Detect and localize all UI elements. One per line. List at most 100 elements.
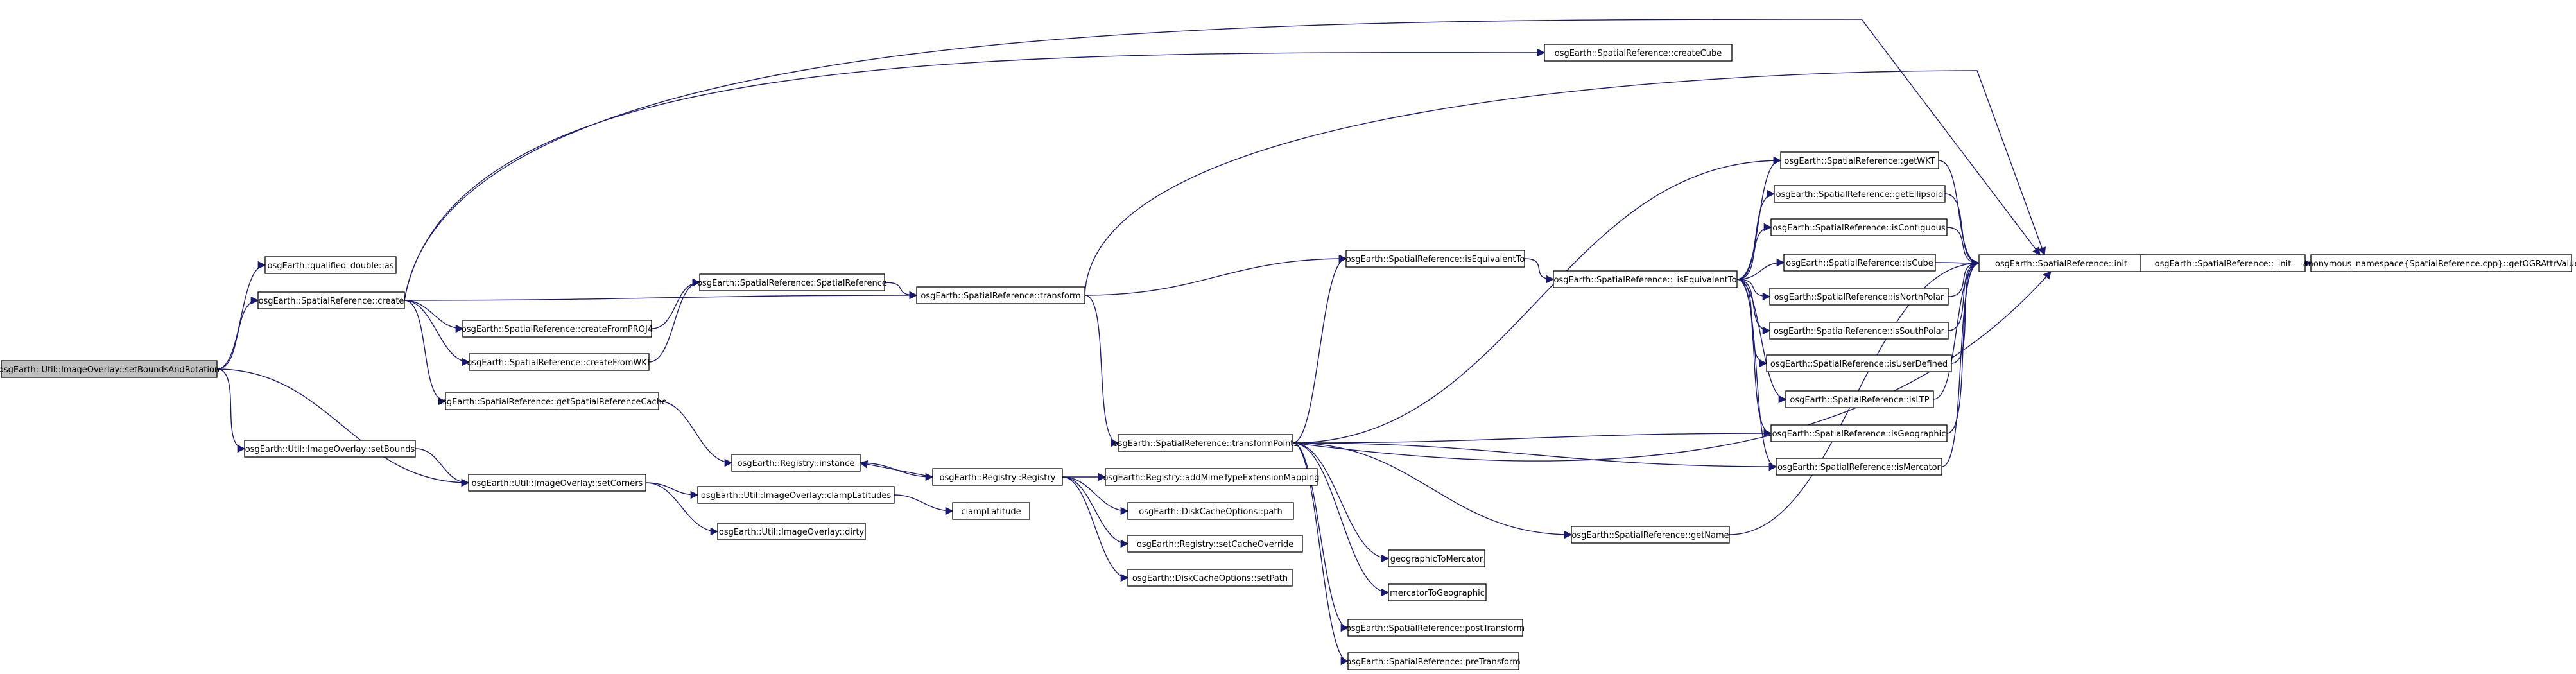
node-label: osgEarth::DiskCacheOptions::path xyxy=(1139,507,1282,517)
edge-sr-create-to-sr-transform xyxy=(404,291,918,301)
node-io-setbounds[interactable]: osgEarth::Util::ImageOverlay::setBounds xyxy=(244,440,416,458)
edge-setboundsandrotation-to-sr-create xyxy=(216,296,259,370)
node-reg-addmime[interactable]: osgEarth::Registry::addMimeTypeExtension… xyxy=(1103,468,1320,486)
node-sr-createcube[interactable]: osgEarth::SpatialReference::createCube xyxy=(1544,44,1733,62)
node-label: osgEarth::Util::ImageOverlay::setCorners xyxy=(472,479,643,488)
node-dco-path[interactable]: osgEarth::DiskCacheOptions::path xyxy=(1127,502,1294,520)
node-reg-instance[interactable]: osgEarth::Registry::instance xyxy=(731,454,861,472)
edge-sr--isequivalentto-to-sr-getellipsoid xyxy=(1736,189,1776,280)
node-sr-transformpoints[interactable]: osgEarth::SpatialReference::transformPoi… xyxy=(1113,434,1299,452)
node-setboundsandrotation[interactable]: osgEarth::Util::ImageOverlay::setBoundsA… xyxy=(0,360,220,378)
node-box xyxy=(1978,254,2144,272)
node-sr-isltp[interactable]: osgEarth::SpatialReference::isLTP xyxy=(1785,390,1934,408)
edge-sr-createfromwkt-to-sr-ctor xyxy=(648,278,701,363)
node-box xyxy=(932,468,1063,486)
node-box xyxy=(1347,619,1523,637)
node-sr-init[interactable]: osgEarth::SpatialReference::init xyxy=(1978,254,2144,272)
node-geographictomercator[interactable]: geographicToMercator xyxy=(1388,549,1485,567)
node-sr-iscube[interactable]: osgEarth::SpatialReference::isCube xyxy=(1783,254,1936,272)
node-sr-isgeographic[interactable]: osgEarth::SpatialReference::isGeographic xyxy=(1770,424,1948,442)
node-sr--isequivalentto[interactable]: osgEarth::SpatialReference::_isEquivalen… xyxy=(1553,270,1738,288)
node-sr-transform[interactable]: osgEarth::SpatialReference::transform xyxy=(916,286,1085,304)
node-label: osgEarth::SpatialReference::createCube xyxy=(1555,49,1722,58)
node-label: osgEarth::SpatialReference::isSouthPolar xyxy=(1774,327,1945,336)
node-io-dirty[interactable]: osgEarth::Util::ImageOverlay::dirty xyxy=(717,523,866,540)
node-box xyxy=(1783,254,1936,272)
node-label: osgEarth::Util::ImageOverlay::setBounds xyxy=(245,445,415,454)
node-sr-ctor[interactable]: osgEarth::SpatialReference::SpatialRefer… xyxy=(697,273,887,291)
node-sr-issouthpolar[interactable]: osgEarth::SpatialReference::isSouthPolar xyxy=(1769,322,1949,340)
node-label: osgEarth::Registry::instance xyxy=(738,459,855,469)
edge-sr-transformpoints-to-sr-pretransform xyxy=(1292,442,1349,666)
node-reg-setcacheoverride[interactable]: osgEarth::Registry::setCacheOverride xyxy=(1127,535,1303,553)
node-box xyxy=(1127,535,1303,553)
node-box xyxy=(1118,434,1293,452)
node-label: osgEarth::SpatialReference::postTransfor… xyxy=(1346,624,1525,634)
node-box xyxy=(1388,549,1485,567)
edge-sr-transformpoints-to-sr-isequivalentto xyxy=(1292,254,1347,444)
node-label: osgEarth::SpatialReference::_isEquivalen… xyxy=(1553,275,1736,285)
node-sr-getname[interactable]: osgEarth::SpatialReference::getName xyxy=(1571,526,1730,544)
edge-sr-transformpoints-to-sr-getname xyxy=(1292,442,1573,539)
node-box xyxy=(257,291,405,309)
node-box xyxy=(1127,502,1294,520)
node-sr-pretransform[interactable]: osgEarth::SpatialReference::preTransform xyxy=(1346,652,1521,670)
node-box xyxy=(1780,151,1939,169)
node-box xyxy=(1776,458,1942,476)
node-label: osgEarth::SpatialReference::isCube xyxy=(1786,259,1933,268)
node-label: osgEarth::SpatialReference::createFromWK… xyxy=(467,358,651,368)
node-sr-iscontiguous[interactable]: osgEarth::SpatialReference::isContiguous xyxy=(1770,218,1948,236)
node-box xyxy=(2310,254,2572,272)
node-box xyxy=(1544,44,1733,62)
node-label: geographicToMercator xyxy=(1390,555,1483,564)
edge-sr-getellipsoid-to-sr-init xyxy=(1944,193,1980,268)
node-label: osgEarth::SpatialReference::getWKT xyxy=(1784,157,1935,166)
edge-sr-ctor-to-sr-transform xyxy=(884,282,918,300)
edge-sr-transform-to-sr-transformpoints xyxy=(1084,295,1119,447)
node-box xyxy=(1345,250,1525,268)
node-sr-getsrcache[interactable]: osgEarth::SpatialReference::getSpatialRe… xyxy=(437,392,667,410)
node-box xyxy=(1770,424,1948,442)
node-mercatortogeographic[interactable]: mercatorToGeographic xyxy=(1388,583,1487,601)
node-sr-create[interactable]: osgEarth::SpatialReference::create xyxy=(257,291,405,309)
node-sr-getellipsoid[interactable]: osgEarth::SpatialReference::getEllipsoid xyxy=(1774,185,1946,203)
node-label: osgEarth::Util::ImageOverlay::clampLatit… xyxy=(701,491,891,501)
node-sr-isuserdefined[interactable]: osgEarth::SpatialReference::isUserDefine… xyxy=(1766,354,1952,372)
node-getograttrvalue[interactable]: anonymous_namespace{SpatialReference.cpp… xyxy=(2303,254,2576,272)
edge-sr-transformpoints-to-sr-isgeographic xyxy=(1292,429,1772,444)
node-box xyxy=(717,523,866,540)
node-label: osgEarth::SpatialReference::isGeographic xyxy=(1772,429,1946,439)
node-sr--init[interactable]: osgEarth::SpatialReference::_init xyxy=(2140,254,2306,272)
node-label: osgEarth::SpatialReference::createFromPR… xyxy=(462,325,653,334)
edge-sr--isequivalentto-to-sr-getwkt xyxy=(1736,156,1782,280)
node-sr-getwkt[interactable]: osgEarth::SpatialReference::getWKT xyxy=(1780,151,1939,169)
node-box xyxy=(731,454,861,472)
node-label: osgEarth::SpatialReference::transform xyxy=(921,291,1080,301)
node-io-setcorners[interactable]: osgEarth::Util::ImageOverlay::setCorners xyxy=(468,474,646,492)
node-sr-createfromwkt[interactable]: osgEarth::SpatialReference::createFromWK… xyxy=(467,353,652,371)
node-sr-ismercator[interactable]: osgEarth::SpatialReference::isMercator xyxy=(1776,458,1942,476)
node-label: osgEarth::Registry::setCacheOverride xyxy=(1137,540,1293,549)
node-dco-setpath[interactable]: osgEarth::DiskCacheOptions::setPath xyxy=(1127,569,1293,587)
edge-sr--isequivalentto-to-sr-isltp xyxy=(1736,279,1787,404)
node-box xyxy=(1,360,218,378)
node-sr-isequivalentto[interactable]: osgEarth::SpatialReference::isEquivalent… xyxy=(1345,250,1525,268)
node-label: osgEarth::Registry::Registry xyxy=(940,473,1056,483)
node-box xyxy=(952,502,1030,520)
node-sr-posttransform[interactable]: osgEarth::SpatialReference::postTransfor… xyxy=(1346,619,1525,637)
node-sr-createfromproj4[interactable]: osgEarth::SpatialReference::createFromPR… xyxy=(462,320,653,338)
node-label: osgEarth::SpatialReference::preTransform xyxy=(1346,657,1521,667)
edge-sr--isequivalentto-to-sr-iscube xyxy=(1736,258,1785,280)
node-qd-as[interactable]: osgEarth::qualified_double::as xyxy=(264,256,397,274)
edge-sr--isequivalentto-to-sr-isnorthpolar xyxy=(1736,279,1771,301)
node-label: osgEarth::SpatialReference::isLTP xyxy=(1790,395,1929,405)
node-box xyxy=(1770,218,1948,236)
node-label: clampLatitude xyxy=(961,507,1021,517)
node-box xyxy=(1766,354,1952,372)
node-reg-ctor[interactable]: osgEarth::Registry::Registry xyxy=(932,468,1063,486)
node-clamplatitude[interactable]: clampLatitude xyxy=(952,502,1030,520)
node-sr-isnorthpolar[interactable]: osgEarth::SpatialReference::isNorthPolar xyxy=(1769,288,1949,306)
node-io-clamplatitudes[interactable]: osgEarth::Util::ImageOverlay::clampLatit… xyxy=(697,486,895,504)
edge-io-clamplatitudes-to-clamplatitude xyxy=(894,494,954,515)
